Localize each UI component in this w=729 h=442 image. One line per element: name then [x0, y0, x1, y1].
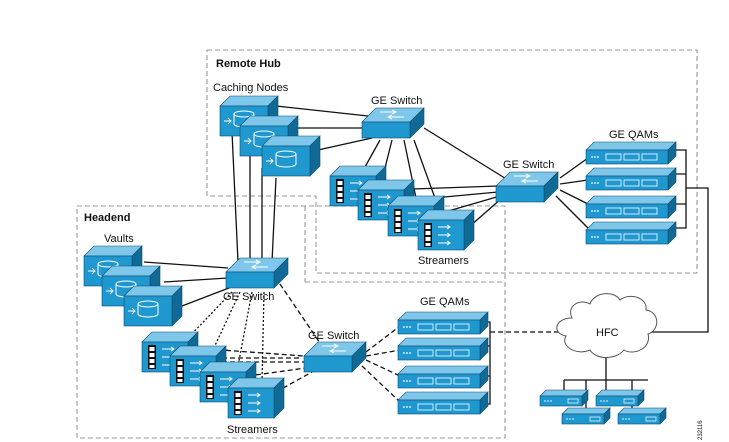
- vaults-label: Vaults: [104, 233, 134, 245]
- qam-modulator-icon: [585, 221, 677, 245]
- remote-hub-title: Remote Hub: [216, 58, 281, 70]
- remote-streamers: [329, 165, 475, 251]
- qam-modulator-icon: [585, 195, 677, 219]
- headend-zone: [76, 205, 506, 439]
- streamers-remote-label: Streamers: [418, 255, 469, 267]
- ge-switch-remote-top-label: GE Switch: [371, 95, 422, 107]
- ge-switch-icon: [225, 257, 289, 289]
- ge-switch-headend-top-label: GE Switch: [223, 291, 274, 303]
- qam-modulator-icon: [397, 337, 489, 361]
- qam-modulator-icon: [585, 141, 677, 165]
- remote-hub-zone: [206, 49, 698, 274]
- ge-qams-remote-label: GE QAMs: [609, 129, 659, 141]
- storage-node-icon: [261, 135, 321, 177]
- headend-qams: [397, 311, 489, 415]
- headend-title: Headend: [84, 212, 130, 224]
- set-top-box-icon: [561, 407, 611, 425]
- caching-nodes: [219, 95, 321, 177]
- video-streamer-icon: [227, 377, 285, 419]
- hfc-label: HFC: [596, 327, 619, 339]
- set-top-box-icon: [595, 389, 645, 407]
- ge-qams-headend-label: GE QAMs: [420, 296, 470, 308]
- ge-switch-icon: [495, 171, 559, 203]
- hfc-cloud-icon: [556, 293, 658, 358]
- ge-switch-icon: [303, 341, 367, 373]
- set-top-box-icon: [617, 407, 667, 425]
- ge-switch-headend-mid-label: GE Switch: [308, 330, 359, 342]
- vaults: [83, 245, 183, 327]
- qam-modulator-icon: [397, 391, 489, 415]
- ge-switch-icon: [361, 107, 425, 139]
- set-top-boxes: [539, 389, 667, 425]
- qam-modulator-icon: [585, 167, 677, 191]
- streamers-headend-label: Streamers: [227, 424, 278, 436]
- video-streamer-icon: [417, 209, 475, 251]
- figure-id: 232116: [698, 420, 704, 440]
- caching-nodes-label: Caching Nodes: [213, 82, 289, 94]
- storage-node-icon: [123, 285, 183, 327]
- set-top-box-icon: [539, 389, 589, 407]
- remote-qams: [585, 141, 677, 245]
- qam-modulator-icon: [397, 311, 489, 335]
- qam-modulator-icon: [397, 365, 489, 389]
- ge-switch-remote-mid-label: GE Switch: [503, 159, 554, 171]
